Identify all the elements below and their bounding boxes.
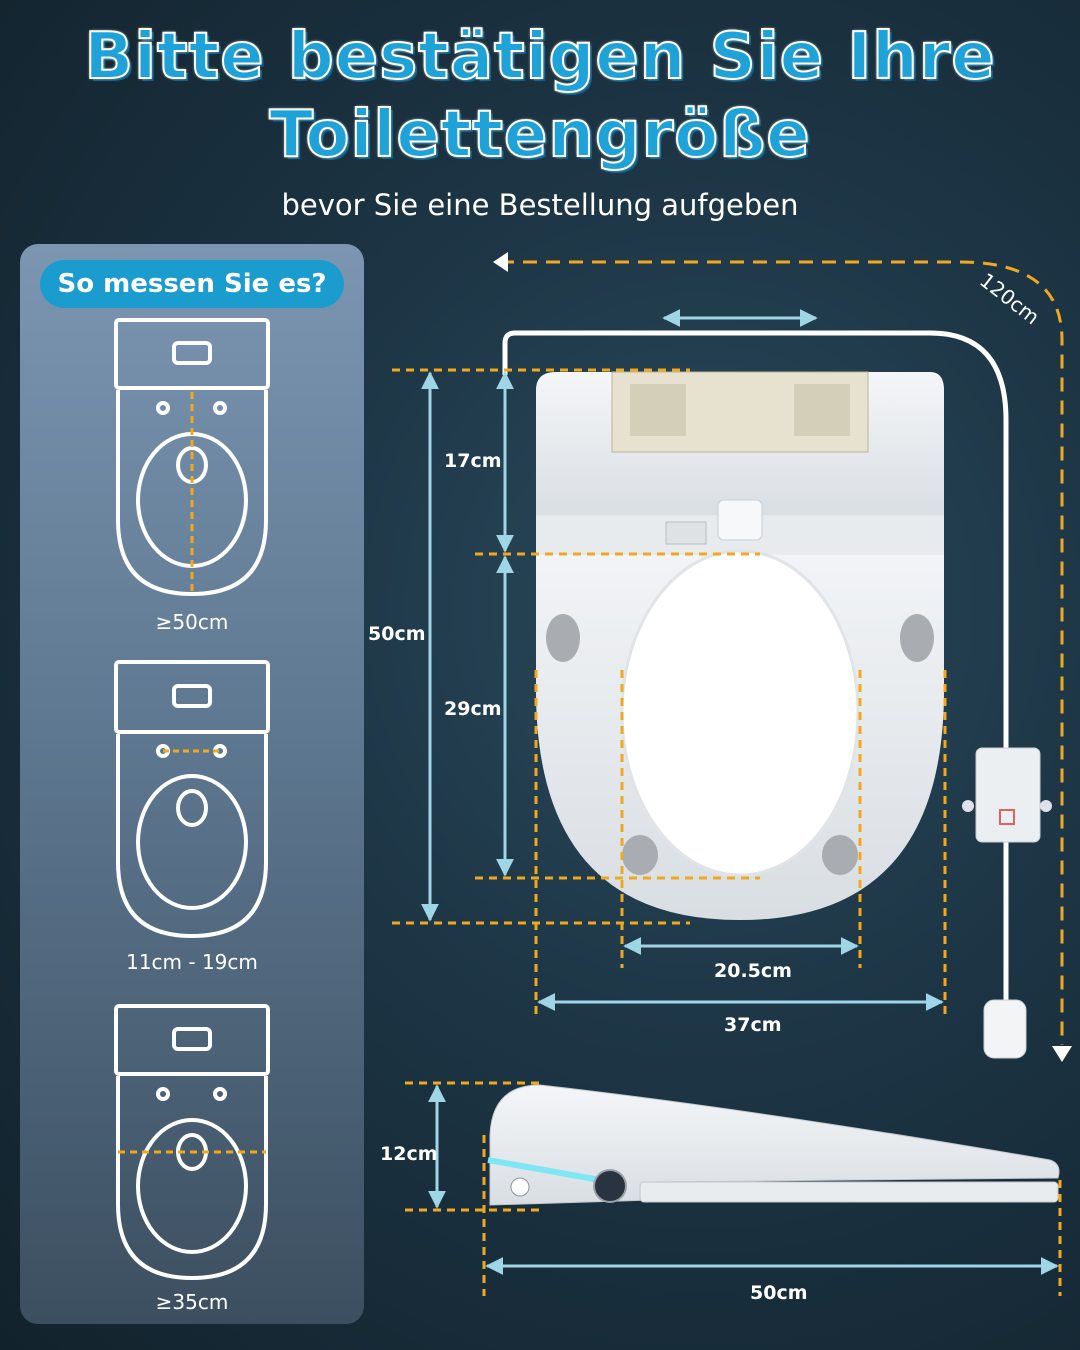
cable-arrow-start [493,252,508,272]
control-box [975,747,1041,843]
measure-arrows-top [421,371,944,1011]
cable-length-line [500,260,1064,1045]
total-length-label: 50cm [368,623,426,645]
inner-width-label: 20.5cm [714,960,792,982]
guide-label-length: ≥50cm [155,610,229,634]
power-plug [983,999,1027,1059]
toilet-icon-width [114,1004,270,1281]
guide-label-width: ≥35cm [155,1290,229,1314]
reference-lines-side [405,1081,1062,1296]
outer-width-label: 37cm [724,1014,782,1036]
cable-arrow-end [1052,1046,1072,1062]
measure-arrows-side [428,1084,1059,1275]
reference-lines-top [392,368,947,1020]
height-label: 12cm [380,1143,438,1165]
page-title-line-2: Toilettengröße [268,97,811,173]
control-knob-icon [593,1169,627,1203]
guide-heading: So messen Sie es? [40,260,344,308]
page-title-line-1: Bitte bestätigen Sie Ihre [83,19,996,95]
page-subtitle: bevor Sie eine Bestellung aufgeben [281,188,799,222]
upper-section-label: 17cm [444,450,502,472]
bowl-length-label: 29cm [444,698,502,720]
seat-side-view [487,1084,1060,1206]
water-hose [502,330,1009,760]
side-length-label: 50cm [750,1282,808,1304]
measure-guide-panel [20,244,364,1324]
seat-top-view [502,330,1052,1059]
guide-label-hole-distance: 11cm - 19cm [126,950,258,974]
toilet-icon-hole-distance [114,660,270,939]
